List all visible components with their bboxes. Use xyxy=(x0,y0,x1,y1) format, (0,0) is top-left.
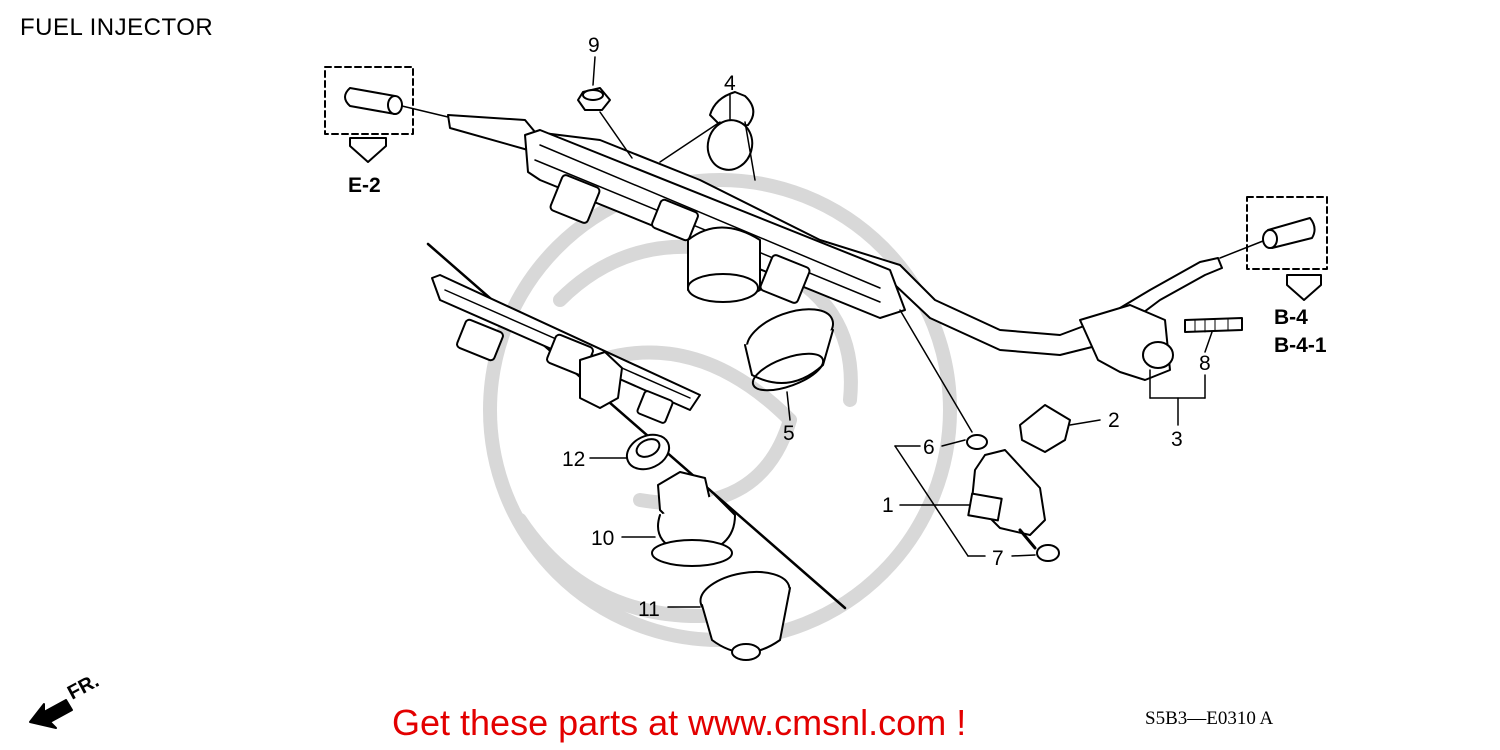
seal-ring-part-5 xyxy=(744,308,834,392)
page-title: FUEL INJECTOR xyxy=(20,14,214,41)
fuel-rail-upper xyxy=(447,91,1223,381)
injector-part-1 xyxy=(967,449,1046,550)
front-label: FR. xyxy=(64,670,103,705)
callout-8: 8 xyxy=(1199,352,1211,375)
ref-e2: E-2 xyxy=(348,174,381,197)
callout-12: 12 xyxy=(562,448,585,471)
damper-part-10 xyxy=(651,471,736,567)
clip-part-2 xyxy=(1019,404,1071,453)
front-arrow-icon: FR. xyxy=(29,670,103,729)
callout-11: 11 xyxy=(638,598,660,621)
callout-1: 1 xyxy=(882,494,894,517)
cup-part-11 xyxy=(699,570,791,661)
ref-b4-1: B-4-1 xyxy=(1274,334,1327,357)
callout-2: 2 xyxy=(1108,409,1120,432)
stud-bolt-part-8 xyxy=(1184,317,1243,333)
leader-lines xyxy=(589,56,1213,608)
diagram-code: S5B3—E0310 A xyxy=(1145,708,1274,729)
callout-5: 5 xyxy=(783,422,795,445)
callout-6: 6 xyxy=(923,436,935,459)
promo-text: Get these parts at www.cmsnl.com ! xyxy=(392,702,967,743)
callout-7: 7 xyxy=(992,547,1004,570)
nut-part-9 xyxy=(577,87,611,111)
ref-b4: B-4 xyxy=(1274,306,1308,329)
hose-b4 xyxy=(1219,196,1328,301)
callout-3: 3 xyxy=(1171,428,1183,451)
hose-e2 xyxy=(324,66,449,163)
callout-9: 9 xyxy=(588,34,600,57)
o-ring-part-7 xyxy=(1036,544,1060,562)
fuel-rail-lower xyxy=(426,242,847,610)
o-ring-part-6 xyxy=(966,434,988,450)
callout-4: 4 xyxy=(724,72,736,95)
washer-part-12 xyxy=(625,433,671,471)
callout-10: 10 xyxy=(591,527,614,550)
